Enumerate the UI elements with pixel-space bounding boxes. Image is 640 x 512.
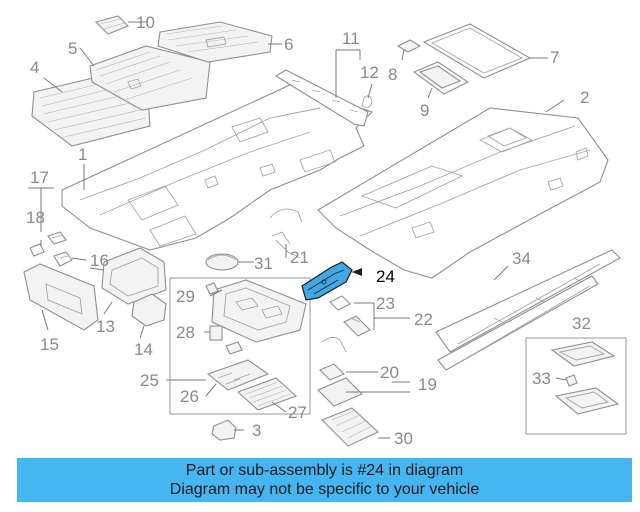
callout-17: 17	[30, 168, 49, 187]
callout-20: 20	[380, 363, 399, 382]
callout-27: 27	[288, 403, 307, 422]
callout-8: 8	[388, 65, 397, 84]
clip-18	[29, 243, 45, 257]
callout-24: 24	[376, 267, 395, 286]
callout-29: 29	[176, 287, 195, 306]
clip-17	[47, 231, 67, 245]
holder-14	[131, 293, 167, 327]
callout-31: 31	[254, 254, 273, 273]
callout-10: 10	[136, 13, 155, 32]
headliner-right	[317, 107, 609, 279]
callout-19: 19	[418, 375, 437, 394]
callout-labels: 1 2 3 4 5 6 7 8 9 10 11 12 13 14 15 16 1…	[26, 13, 591, 448]
bracket-3	[211, 419, 237, 441]
harness-22	[321, 315, 371, 353]
arrow-24	[352, 268, 362, 276]
callout-5: 5	[68, 39, 77, 58]
callout-2: 2	[580, 88, 589, 107]
roof-rail-11	[274, 69, 369, 127]
callout-26: 26	[180, 387, 199, 406]
banner-line-2: Diagram may not be specific to your vehi…	[169, 481, 480, 498]
callout-12: 12	[360, 63, 379, 82]
wire-21	[269, 208, 303, 259]
callout-21: 21	[290, 248, 309, 267]
lamp-9	[412, 61, 470, 95]
callout-13: 13	[96, 317, 115, 336]
sun-visor-15	[23, 263, 99, 331]
callout-6: 6	[284, 35, 293, 54]
callout-9: 9	[420, 101, 429, 120]
insulation-pad-5	[89, 45, 211, 111]
lamp-lens-8	[396, 39, 422, 53]
rail-34	[435, 249, 621, 371]
bracket-24-highlighted[interactable]	[301, 261, 353, 301]
callout-18: 18	[26, 208, 45, 227]
leader-lines	[28, 21, 567, 439]
banner-line-1: Part or sub-assembly is #24 in diagram	[185, 462, 464, 479]
info-banner: Part or sub-assembly is #24 in diagram D…	[17, 458, 632, 502]
callout-28: 28	[176, 323, 195, 342]
console-group-32	[525, 337, 627, 435]
callout-4: 4	[30, 58, 39, 77]
lamp-20	[317, 363, 363, 407]
callout-32: 32	[572, 314, 591, 333]
callout-14: 14	[134, 340, 153, 359]
callout-22: 22	[414, 310, 433, 329]
lamp-30	[321, 407, 379, 447]
clip-16	[53, 251, 73, 267]
callout-7: 7	[550, 48, 559, 67]
callout-23: 23	[376, 294, 395, 313]
callout-30: 30	[394, 429, 413, 448]
visor-holder-13	[101, 247, 167, 305]
callout-15: 15	[40, 335, 59, 354]
parts-diagram: 1 2 3 4 5 6 7 8 9 10 11 12 13 14 15 16 1…	[23, 13, 627, 448]
connector-23	[329, 295, 351, 311]
callout-3: 3	[252, 421, 261, 440]
pad-10	[94, 15, 129, 35]
clip-12	[361, 95, 373, 108]
callout-1: 1	[78, 145, 87, 164]
callout-34: 34	[512, 249, 531, 268]
insulation-pad-6	[157, 21, 273, 63]
headliner-left	[61, 83, 374, 251]
callout-25: 25	[140, 371, 159, 390]
console-group-25	[169, 277, 311, 415]
callout-33: 33	[532, 369, 551, 388]
callout-16: 16	[90, 251, 109, 270]
callout-11: 11	[342, 29, 360, 48]
handle-31	[205, 253, 239, 271]
